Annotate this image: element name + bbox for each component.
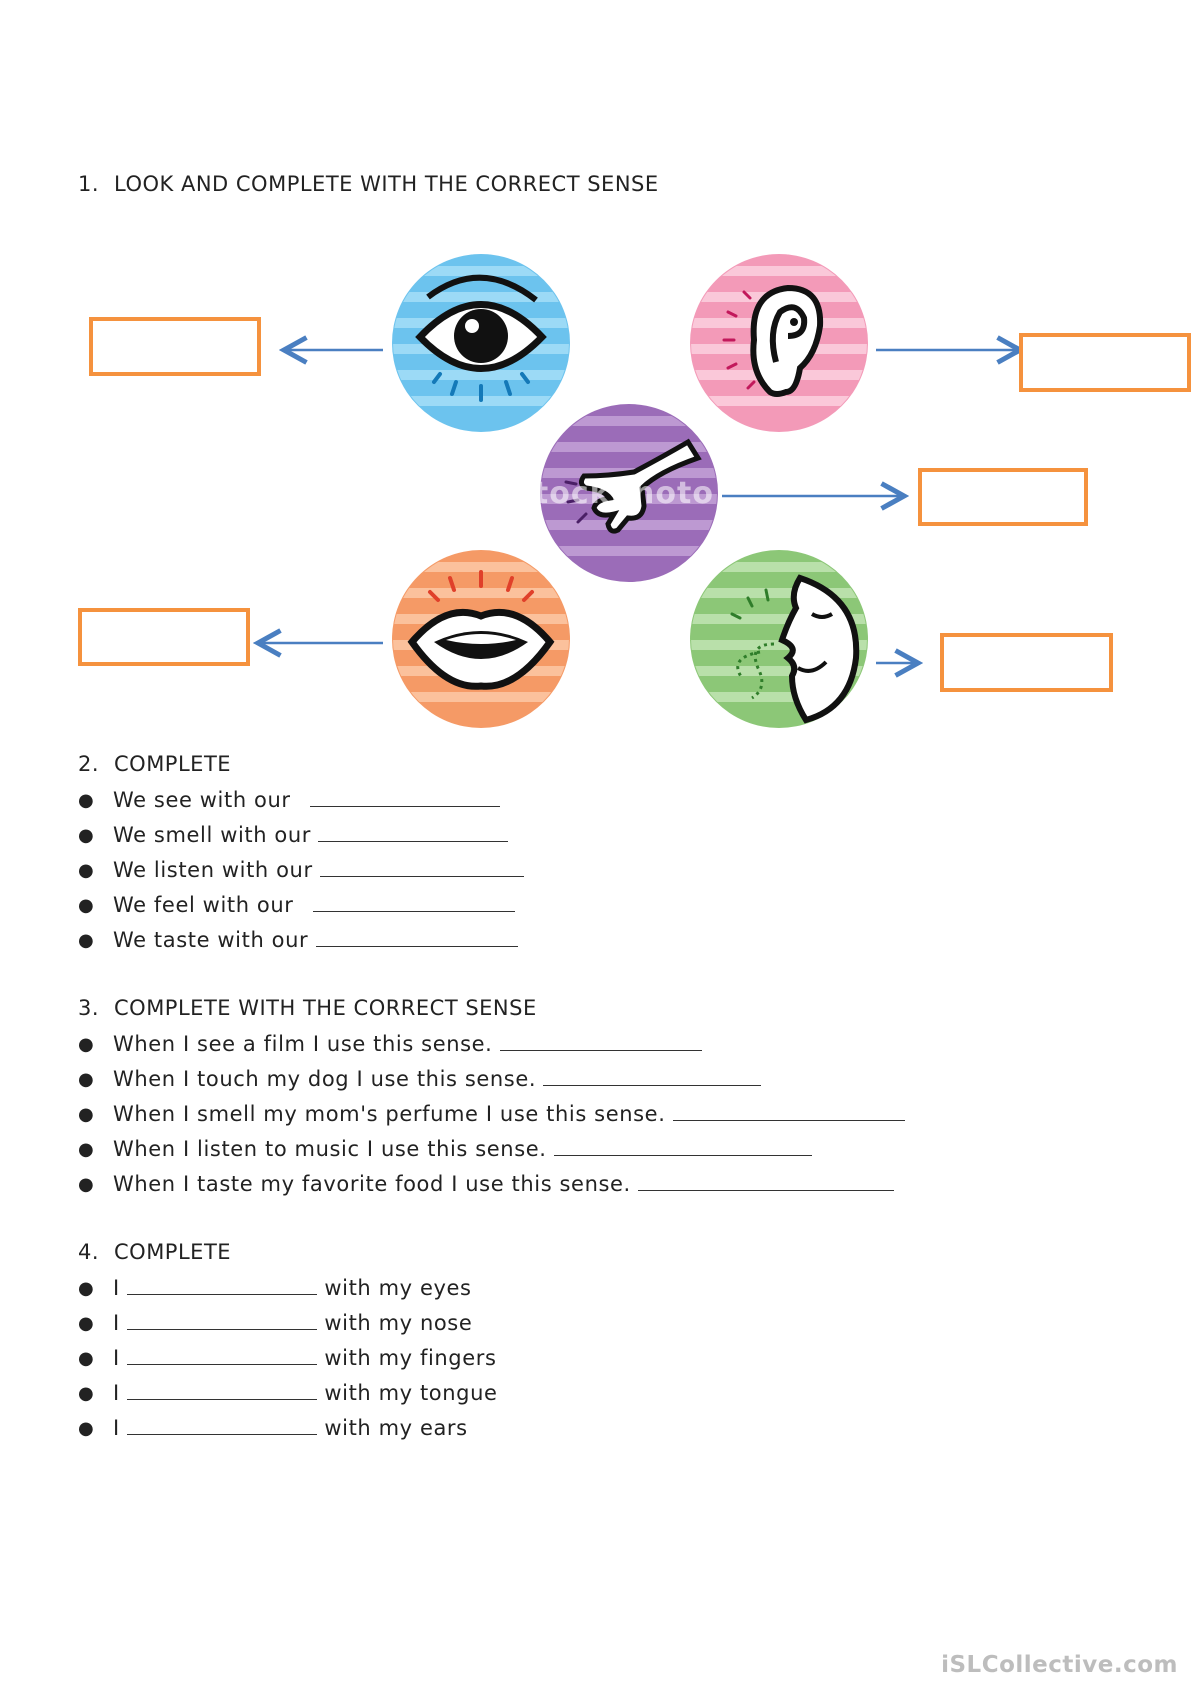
- section-number: 3.: [78, 996, 100, 1020]
- section-2-list: ● We see with our ● We smell with our ● We …: [78, 783, 524, 958]
- list-item: ● When I see a film I use this sense.: [78, 1027, 905, 1062]
- bullet: ●: [78, 1104, 95, 1125]
- item-text: We smell with our: [113, 823, 312, 847]
- bullet: ●: [78, 1348, 95, 1369]
- bullet: ●: [78, 1313, 95, 1334]
- section-4-heading: 4. COMPLETE: [78, 1240, 231, 1264]
- item-prefix: I: [113, 1346, 120, 1370]
- answer-box-eye[interactable]: [89, 317, 261, 376]
- item-text: with my fingers: [324, 1346, 497, 1370]
- answer-blank[interactable]: [672, 1104, 905, 1121]
- list-item: ● I with my ears: [78, 1411, 498, 1446]
- item-text: When I see a film I use this sense.: [113, 1032, 493, 1056]
- item-text: with my eyes: [324, 1276, 472, 1300]
- answer-blank[interactable]: [309, 790, 500, 807]
- answer-blank[interactable]: [127, 1383, 318, 1400]
- section-3-list: ● When I see a film I use this sense. ● Wh…: [78, 1027, 905, 1202]
- answer-box-nose[interactable]: [940, 633, 1113, 692]
- list-item: ● When I listen to music I use this sense…: [78, 1132, 905, 1167]
- answer-blank[interactable]: [127, 1278, 318, 1295]
- item-text: When I touch my dog I use this sense.: [113, 1067, 537, 1091]
- eye-icon: [392, 254, 570, 432]
- item-text: We taste with our: [113, 928, 309, 952]
- list-item: ● I with my nose: [78, 1306, 498, 1341]
- list-item: ● We see with our: [78, 783, 524, 818]
- bullet: ●: [78, 825, 95, 846]
- list-item: ● I with my eyes: [78, 1271, 498, 1306]
- answer-blank[interactable]: [638, 1174, 895, 1191]
- list-item: ● We listen with our: [78, 853, 524, 888]
- bullet: ●: [78, 1278, 95, 1299]
- item-text: with my ears: [324, 1416, 468, 1440]
- item-text: We listen with our: [113, 858, 313, 882]
- item-text: When I smell my mom's perfume I use this…: [113, 1102, 666, 1126]
- list-item: ● We feel with our: [78, 888, 524, 923]
- section-title: LOOK AND COMPLETE WITH THE CORRECT SENSE: [114, 172, 659, 196]
- section-4-list: ● I with my eyes ● I with my nose ● I with …: [78, 1271, 498, 1446]
- item-prefix: I: [113, 1311, 120, 1335]
- list-item: ● We smell with our: [78, 818, 524, 853]
- item-text: We feel with our: [113, 893, 294, 917]
- hand-icon: [540, 404, 718, 582]
- answer-blank[interactable]: [553, 1139, 812, 1156]
- item-text: with my nose: [324, 1311, 473, 1335]
- item-prefix: I: [113, 1416, 120, 1440]
- answer-blank[interactable]: [127, 1348, 318, 1365]
- section-1-heading: 1. LOOK AND COMPLETE WITH THE CORRECT SEN…: [78, 172, 659, 196]
- bullet: ●: [78, 1069, 95, 1090]
- answer-blank[interactable]: [499, 1034, 702, 1051]
- section-3-heading: 3. COMPLETE WITH THE CORRECT SENSE: [78, 996, 537, 1020]
- list-item: ● I with my fingers: [78, 1341, 498, 1376]
- answer-blank[interactable]: [319, 860, 524, 877]
- section-number: 4.: [78, 1240, 100, 1264]
- answer-blank[interactable]: [312, 895, 515, 912]
- answer-box-ear[interactable]: [1019, 333, 1191, 392]
- item-prefix: I: [113, 1381, 120, 1405]
- item-text: with my tongue: [324, 1381, 498, 1405]
- mouth-icon: [392, 550, 570, 728]
- watermark: iStockphoto: [500, 476, 714, 511]
- bullet: ●: [78, 1383, 95, 1404]
- item-prefix: I: [113, 1276, 120, 1300]
- ear-icon: [690, 254, 868, 432]
- bullet: ●: [78, 1034, 95, 1055]
- list-item: ● I with my tongue: [78, 1376, 498, 1411]
- list-item: ● When I taste my favorite food I use thi…: [78, 1167, 905, 1202]
- answer-blank[interactable]: [127, 1313, 318, 1330]
- bullet: ●: [78, 895, 95, 916]
- answer-blank[interactable]: [543, 1069, 762, 1086]
- bullet: ●: [78, 1139, 95, 1160]
- bullet: ●: [78, 1418, 95, 1439]
- section-title: COMPLETE: [114, 1240, 232, 1264]
- section-number: 2.: [78, 752, 100, 776]
- answer-blank[interactable]: [127, 1418, 318, 1435]
- footer-brand: iSLCollective.com: [941, 1652, 1178, 1678]
- section-title: COMPLETE: [114, 752, 232, 776]
- list-item: ● We taste with our: [78, 923, 524, 958]
- nose-icon: [690, 550, 868, 728]
- answer-blank[interactable]: [318, 825, 509, 842]
- bullet: ●: [78, 1174, 95, 1195]
- bullet: ●: [78, 860, 95, 881]
- item-text: When I taste my favorite food I use this…: [113, 1172, 631, 1196]
- bullet: ●: [78, 930, 95, 951]
- item-text: When I listen to music I use this sense.: [113, 1137, 547, 1161]
- bullet: ●: [78, 790, 95, 811]
- section-number: 1.: [78, 172, 100, 196]
- list-item: ● When I smell my mom's perfume I use thi…: [78, 1097, 905, 1132]
- arrows-layer: [0, 0, 1200, 760]
- list-item: ● When I touch my dog I use this sense.: [78, 1062, 905, 1097]
- answer-box-hand[interactable]: [918, 468, 1088, 526]
- item-text: We see with our: [113, 788, 291, 812]
- answer-blank[interactable]: [315, 930, 518, 947]
- section-title: COMPLETE WITH THE CORRECT SENSE: [114, 996, 537, 1020]
- section-2-heading: 2. COMPLETE: [78, 752, 231, 776]
- answer-box-mouth[interactable]: [78, 608, 250, 666]
